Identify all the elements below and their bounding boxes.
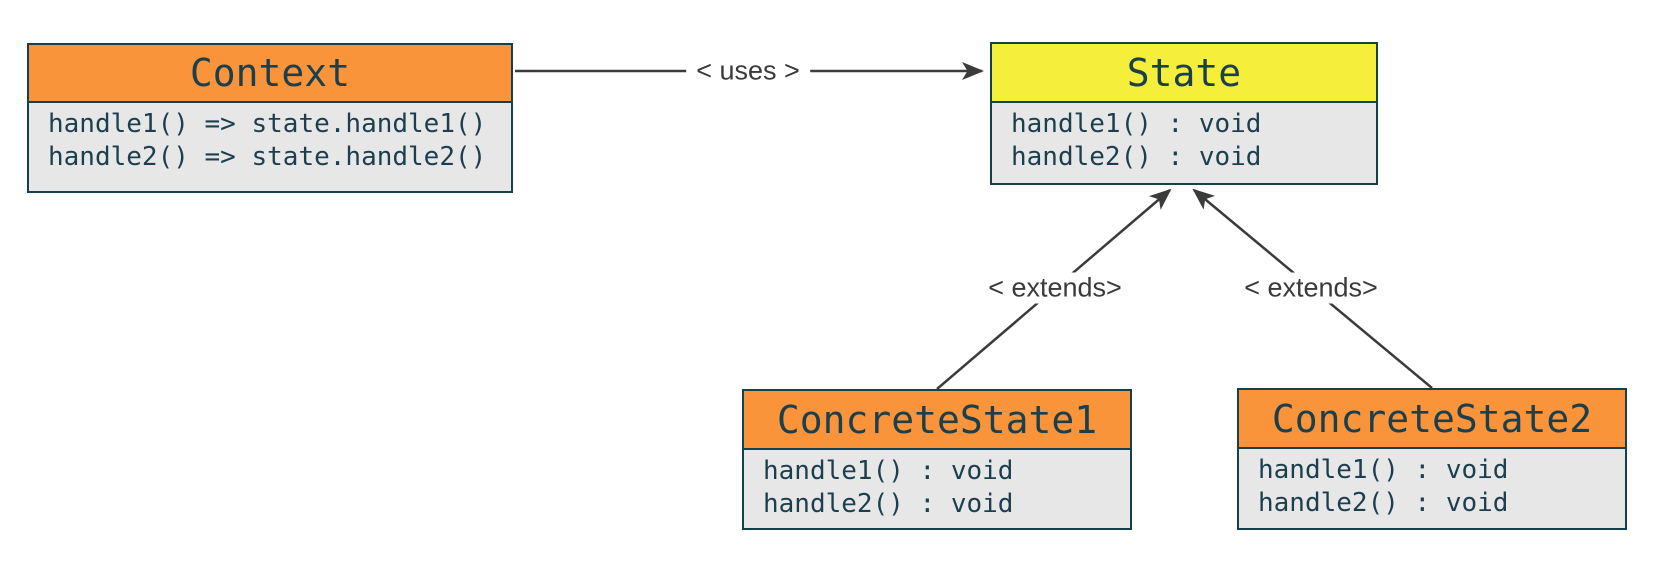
class-box-concrete-state-2: ConcreteState2 handle1() : void handle2(… [1237,388,1627,530]
class-body-state: handle1() : void handle2() : void [992,103,1376,183]
class-header-concrete-state-1: ConcreteState1 [744,391,1130,450]
extends-label-2: < extends> [1234,272,1388,304]
class-title-concrete-state-1: ConcreteState1 [776,397,1098,442]
method-concrete-state-2-1: handle1() : void [1258,455,1509,485]
extends-label-1: < extends> [978,272,1132,304]
method-context-2: handle2() => state.handle2() [48,142,487,172]
class-title-state: State [1126,50,1242,95]
class-header-state: State [992,44,1376,103]
class-body-context: handle1() => state.handle1() handle2() =… [29,103,511,191]
class-title-context: Context [189,51,351,95]
class-header-context: Context [29,45,511,103]
method-state-2: handle2() : void [1011,142,1262,172]
class-body-concrete-state-1: handle1() : void handle2() : void [744,450,1130,528]
method-context-1: handle1() => state.handle1() [48,109,487,139]
method-state-1: handle1() : void [1011,109,1262,139]
class-body-concrete-state-2: handle1() : void handle2() : void [1239,449,1625,528]
class-box-concrete-state-1: ConcreteState1 handle1() : void handle2(… [742,389,1132,530]
method-concrete-state-1-1: handle1() : void [763,456,1014,486]
uses-label: < uses > [686,55,810,87]
method-concrete-state-2-2: handle2() : void [1258,488,1509,518]
class-box-context: Context handle1() => state.handle1() han… [27,43,513,193]
class-box-state: State handle1() : void handle2() : void [990,42,1378,185]
method-concrete-state-1-2: handle2() : void [763,489,1014,519]
class-header-concrete-state-2: ConcreteState2 [1239,390,1625,449]
class-title-concrete-state-2: ConcreteState2 [1271,396,1593,441]
